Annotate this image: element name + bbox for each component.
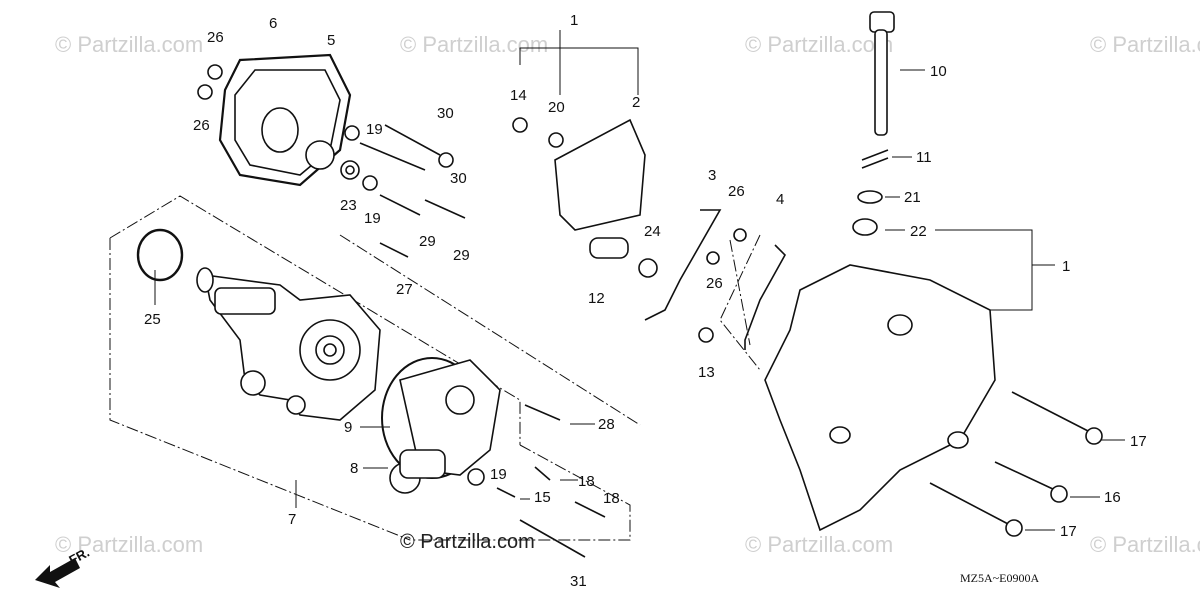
leader-lines — [154, 30, 1125, 531]
bolts-left — [359, 124, 606, 558]
callout: 12 — [588, 290, 605, 307]
callout: 28 — [598, 416, 615, 433]
callout: 22 — [910, 223, 927, 240]
o-ring-25 — [136, 228, 184, 282]
watermark: © Partzilla.com — [400, 32, 548, 57]
callout: 19 — [364, 210, 381, 227]
callout: 11 — [916, 149, 932, 166]
callout: 9 — [344, 419, 352, 436]
callout: 17 — [1130, 433, 1147, 450]
diagram-code: MZ5A~E0900A — [960, 571, 1039, 585]
callout: 19 — [490, 466, 507, 483]
water-pump-cover — [381, 357, 501, 494]
callout: 4 — [776, 191, 784, 208]
watermark: © Partzilla.com — [745, 32, 893, 57]
callout: 30 — [450, 170, 467, 187]
callout: 29 — [419, 233, 436, 250]
callout: 15 — [534, 489, 551, 506]
callout-labels: 1 2 14 20 3 4 26 26 24 12 13 10 11 21 22… — [144, 12, 1147, 590]
water-pump-body — [196, 267, 381, 421]
callout: 26 — [728, 183, 745, 200]
callout: 18 — [603, 490, 620, 507]
callout: 1 — [1062, 258, 1070, 275]
callout: 29 — [453, 247, 470, 264]
shaft-and-seals — [852, 11, 895, 236]
gasket-and-cover — [197, 53, 352, 187]
callout: 21 — [904, 189, 921, 206]
callout: 19 — [366, 121, 383, 138]
callout: 8 — [350, 460, 358, 477]
callout: 14 — [510, 87, 527, 104]
callout: 26 — [706, 275, 723, 292]
partzilla-watermark: © Partzilla.com — [400, 531, 535, 553]
callout: 17 — [1060, 523, 1077, 540]
watermark: © Partzilla.com — [1090, 32, 1200, 57]
callout: 18 — [578, 473, 595, 490]
callout: 2 — [632, 94, 640, 111]
watermark: © Partzilla.com — [1090, 532, 1200, 557]
seals-and-washers — [340, 125, 485, 486]
side-cover — [764, 264, 996, 532]
element-plate — [512, 117, 658, 278]
callout: 16 — [1104, 489, 1121, 506]
callout: 30 — [437, 105, 454, 122]
watermark: © Partzilla.com — [55, 32, 203, 57]
callout: 10 — [930, 63, 947, 80]
callout: 24 — [644, 223, 661, 240]
callout: 26 — [193, 117, 210, 134]
callout: 1 — [570, 12, 578, 29]
callout: 20 — [548, 99, 565, 116]
watermark: © Partzilla.com — [55, 532, 203, 557]
watermarks: © Partzilla.com © Partzilla.com © Partzi… — [55, 32, 1200, 557]
callout: 26 — [207, 29, 224, 46]
callout: 13 — [698, 364, 715, 381]
watermark: © Partzilla.com — [745, 532, 893, 557]
cover-gaskets — [644, 209, 786, 350]
assembly-outlines — [109, 195, 761, 541]
bolts-right — [929, 391, 1103, 537]
callout: 23 — [340, 197, 357, 214]
callout: 6 — [269, 15, 277, 32]
callout: 3 — [708, 167, 716, 184]
callout: 27 — [396, 281, 413, 298]
callout: 31 — [570, 573, 587, 590]
callout: 7 — [288, 511, 296, 528]
callout: 5 — [327, 32, 335, 49]
callout: 25 — [144, 311, 161, 328]
